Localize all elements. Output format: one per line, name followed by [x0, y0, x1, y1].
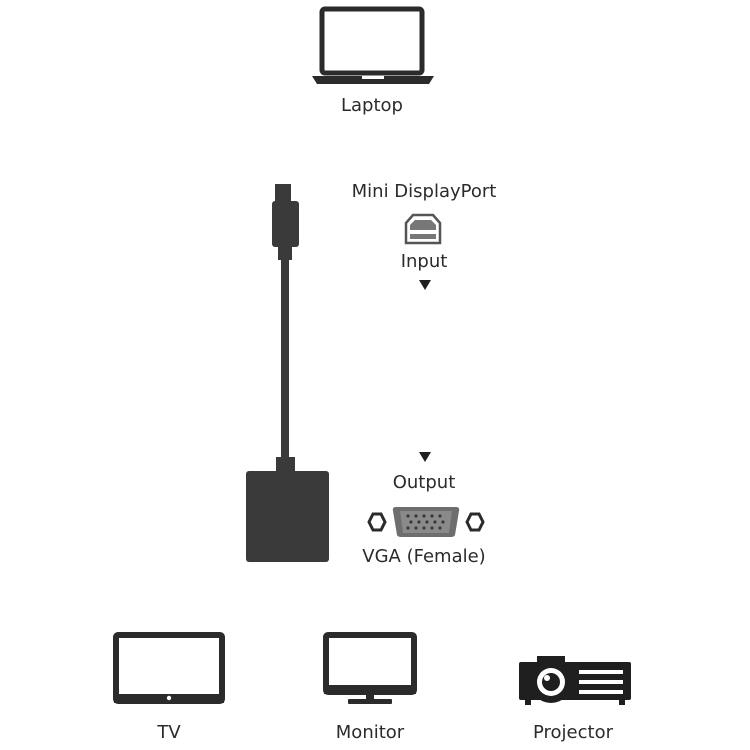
down-arrow-icon	[417, 278, 433, 292]
vga-female-icon	[364, 504, 488, 540]
monitor-label: Monitor	[335, 722, 405, 743]
projector-label: Projector	[533, 722, 613, 743]
tv-icon	[112, 632, 226, 708]
laptop-label: Laptop	[341, 95, 403, 116]
projector-icon	[517, 655, 633, 711]
input-label: Input	[400, 251, 448, 272]
monitor-icon	[322, 632, 418, 708]
down-arrow-icon	[417, 450, 433, 464]
output-label: Output	[392, 472, 456, 493]
adapter-cable-icon	[240, 180, 335, 570]
vga-female-label: VGA (Female)	[362, 546, 486, 567]
mini-displayport-icon	[404, 213, 442, 245]
mini-displayport-label: Mini DisplayPort	[351, 181, 497, 202]
tv-label: TV	[157, 722, 181, 743]
laptop-icon	[310, 6, 436, 86]
